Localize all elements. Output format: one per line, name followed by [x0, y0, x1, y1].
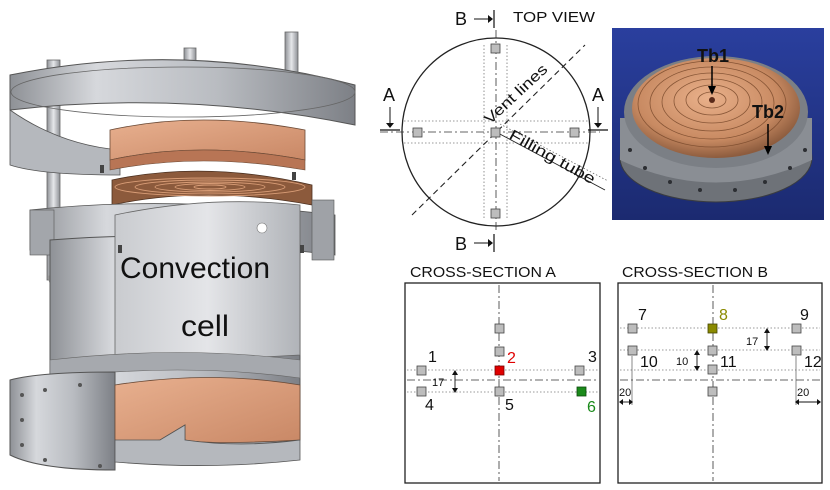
- cell-label-line2: cell: [181, 310, 229, 343]
- dimension-10-label: 10: [676, 356, 688, 368]
- sensor-3-marker: [574, 365, 585, 376]
- grooved-plate: [111, 170, 313, 206]
- sensor-1-label: 1: [428, 349, 437, 366]
- filling-tube: [495, 131, 606, 191]
- top-view-sensor: [490, 43, 501, 54]
- sensor-8-marker: [707, 323, 718, 334]
- sensor-1-marker: [416, 365, 427, 376]
- section-b-bottom-label: B: [455, 234, 467, 254]
- sensor-9-label: 9: [800, 307, 809, 324]
- section-b-top-label: B: [455, 9, 467, 29]
- photo-plate: Tb1 Tb2: [612, 28, 824, 220]
- top-view-sensor: [569, 127, 580, 138]
- section-a-right-label: A: [592, 85, 604, 105]
- bottom-copper-plate: [114, 377, 301, 443]
- cross-section-b-frame: [617, 282, 823, 484]
- sensor-6-label: 6: [587, 399, 596, 416]
- cross-section-a-frame: [404, 282, 601, 484]
- photo-label-tb1: Tb1: [697, 46, 729, 66]
- sensor-7-marker: [627, 323, 638, 334]
- inner-wall: [114, 201, 301, 366]
- sensor-2-label: 2: [507, 350, 516, 367]
- sensor-4-label: 4: [425, 397, 434, 414]
- top-view-title: TOP VIEW: [513, 9, 596, 26]
- dimension-17-label-b: 17: [746, 336, 758, 348]
- dimension-20-left-label: 20: [619, 387, 631, 399]
- sensor-4-marker: [416, 386, 427, 397]
- convection-cell-illustration: Convection cell: [9, 31, 356, 471]
- bottom-flange: [9, 371, 116, 471]
- sensor-3-label: 3: [588, 349, 597, 366]
- dimension-20-right-label: 20: [797, 387, 809, 399]
- sensor-5-marker: [494, 386, 505, 397]
- top-view-diagram: TOP VIEW Vent lines Filling tube B: [380, 9, 609, 254]
- sensor-7-label: 7: [638, 307, 647, 324]
- sensor-5-label: 5: [505, 397, 514, 414]
- sensor-12-marker: [791, 345, 802, 356]
- section-a-left-label: A: [383, 85, 395, 105]
- top-view-sensor: [490, 208, 501, 219]
- sensor-12-label: 12: [804, 354, 822, 371]
- cross-section-a: CROSS-SECTION A 1 2 3 4 5 6 17: [404, 264, 601, 484]
- sensor-10-marker: [627, 345, 638, 356]
- cross-section-b: CROSS-SECTION B 7 8 9 10 11 12 17: [617, 264, 823, 484]
- sensor-9-marker: [791, 323, 802, 334]
- cell-label-line1: Convection: [120, 252, 270, 285]
- sensor-2-marker: [494, 365, 505, 376]
- sensor-6-marker: [576, 386, 587, 397]
- top-view-sensor: [412, 127, 423, 138]
- cross-section-b-title: CROSS-SECTION B: [622, 264, 768, 281]
- photo-label-tb2: Tb2: [752, 102, 784, 122]
- sensor-11-marker: [707, 345, 718, 356]
- dimension-17-label-a: 17: [432, 377, 444, 389]
- sensor-8-label: 8: [719, 307, 728, 324]
- sensor-10-label: 10: [640, 354, 658, 371]
- top-view-sensor: [490, 127, 501, 138]
- sensor-11-label: 11: [720, 354, 737, 371]
- cross-section-a-title: CROSS-SECTION A: [410, 264, 556, 281]
- top-lid: [9, 59, 356, 126]
